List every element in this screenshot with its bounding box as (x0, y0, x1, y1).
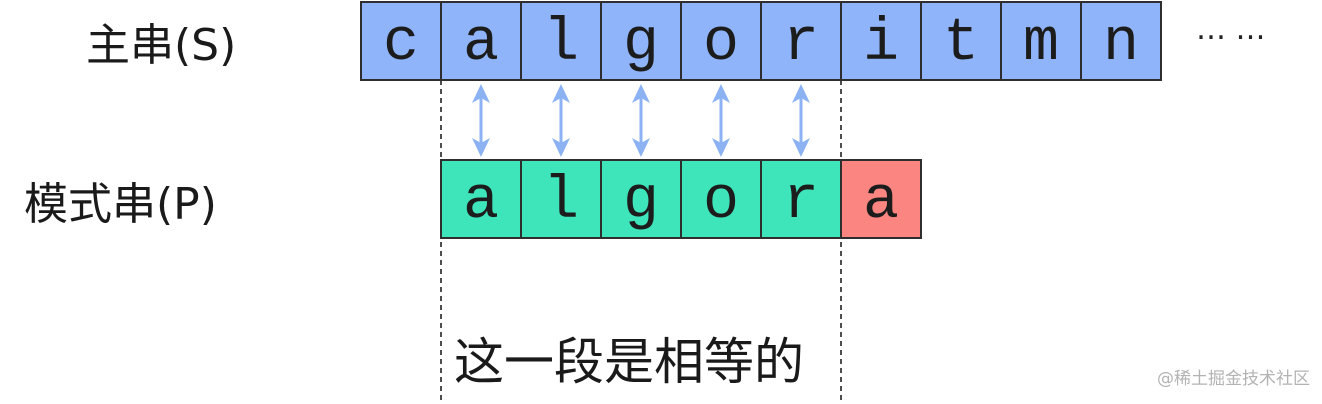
main-string-continuation: … … (1196, 12, 1266, 47)
pattern-char-cell: g (600, 159, 682, 239)
main-string-row: c a l g o r i t m n (360, 1, 1162, 81)
match-arrow-1 (472, 84, 490, 157)
main-string-label: 主串(S) (86, 20, 237, 71)
main-char-cell: n (1080, 1, 1162, 81)
match-arrow-4 (712, 84, 730, 157)
pattern-char-cell: l (520, 159, 602, 239)
watermark: @稀土掘金技术社区 (1157, 369, 1310, 389)
match-arrow-5 (792, 84, 810, 157)
main-char-cell: m (1000, 1, 1082, 81)
main-char-cell: i (840, 1, 922, 81)
main-char-cell: t (920, 1, 1002, 81)
main-char-cell: c (360, 1, 442, 81)
main-char-cell: r (760, 1, 842, 81)
pattern-char-cell: r (760, 159, 842, 239)
main-char-cell: l (520, 1, 602, 81)
pattern-string-row: a l g o r a (440, 159, 922, 239)
main-char-cell: a (440, 1, 522, 81)
pattern-mismatch-cell: a (840, 159, 922, 239)
main-char-cell: g (600, 1, 682, 81)
matched-segment-caption: 这一段是相等的 (454, 333, 804, 391)
pattern-char-cell: a (440, 159, 522, 239)
main-char-cell: o (680, 1, 762, 81)
pattern-string-label: 模式串(P) (24, 179, 217, 230)
match-arrow-3 (632, 84, 650, 157)
pattern-char-cell: o (680, 159, 762, 239)
match-arrow-2 (552, 84, 570, 157)
